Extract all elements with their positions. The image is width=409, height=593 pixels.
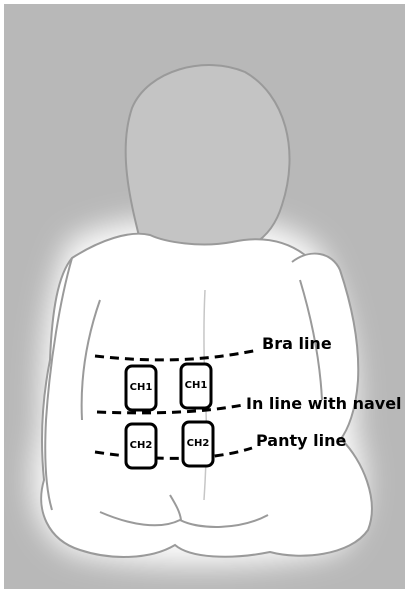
electrode-pad-upper-right: CH1 <box>181 364 211 408</box>
electrode-label: CH1 <box>130 382 153 393</box>
electrode-pad-lower-right: CH2 <box>183 422 213 466</box>
panty-line-label: Panty line <box>256 433 346 449</box>
hair-shape <box>126 65 290 252</box>
electrode-label: CH2 <box>187 438 210 449</box>
navel-line-label: In line with navel <box>246 396 402 412</box>
electrode-pad-lower-left: CH2 <box>126 424 156 468</box>
electrode-label: CH2 <box>130 440 153 451</box>
electrode-label: CH1 <box>185 380 208 391</box>
electrode-pad-upper-left: CH1 <box>126 366 156 410</box>
bra-line-label: Bra line <box>262 336 332 352</box>
